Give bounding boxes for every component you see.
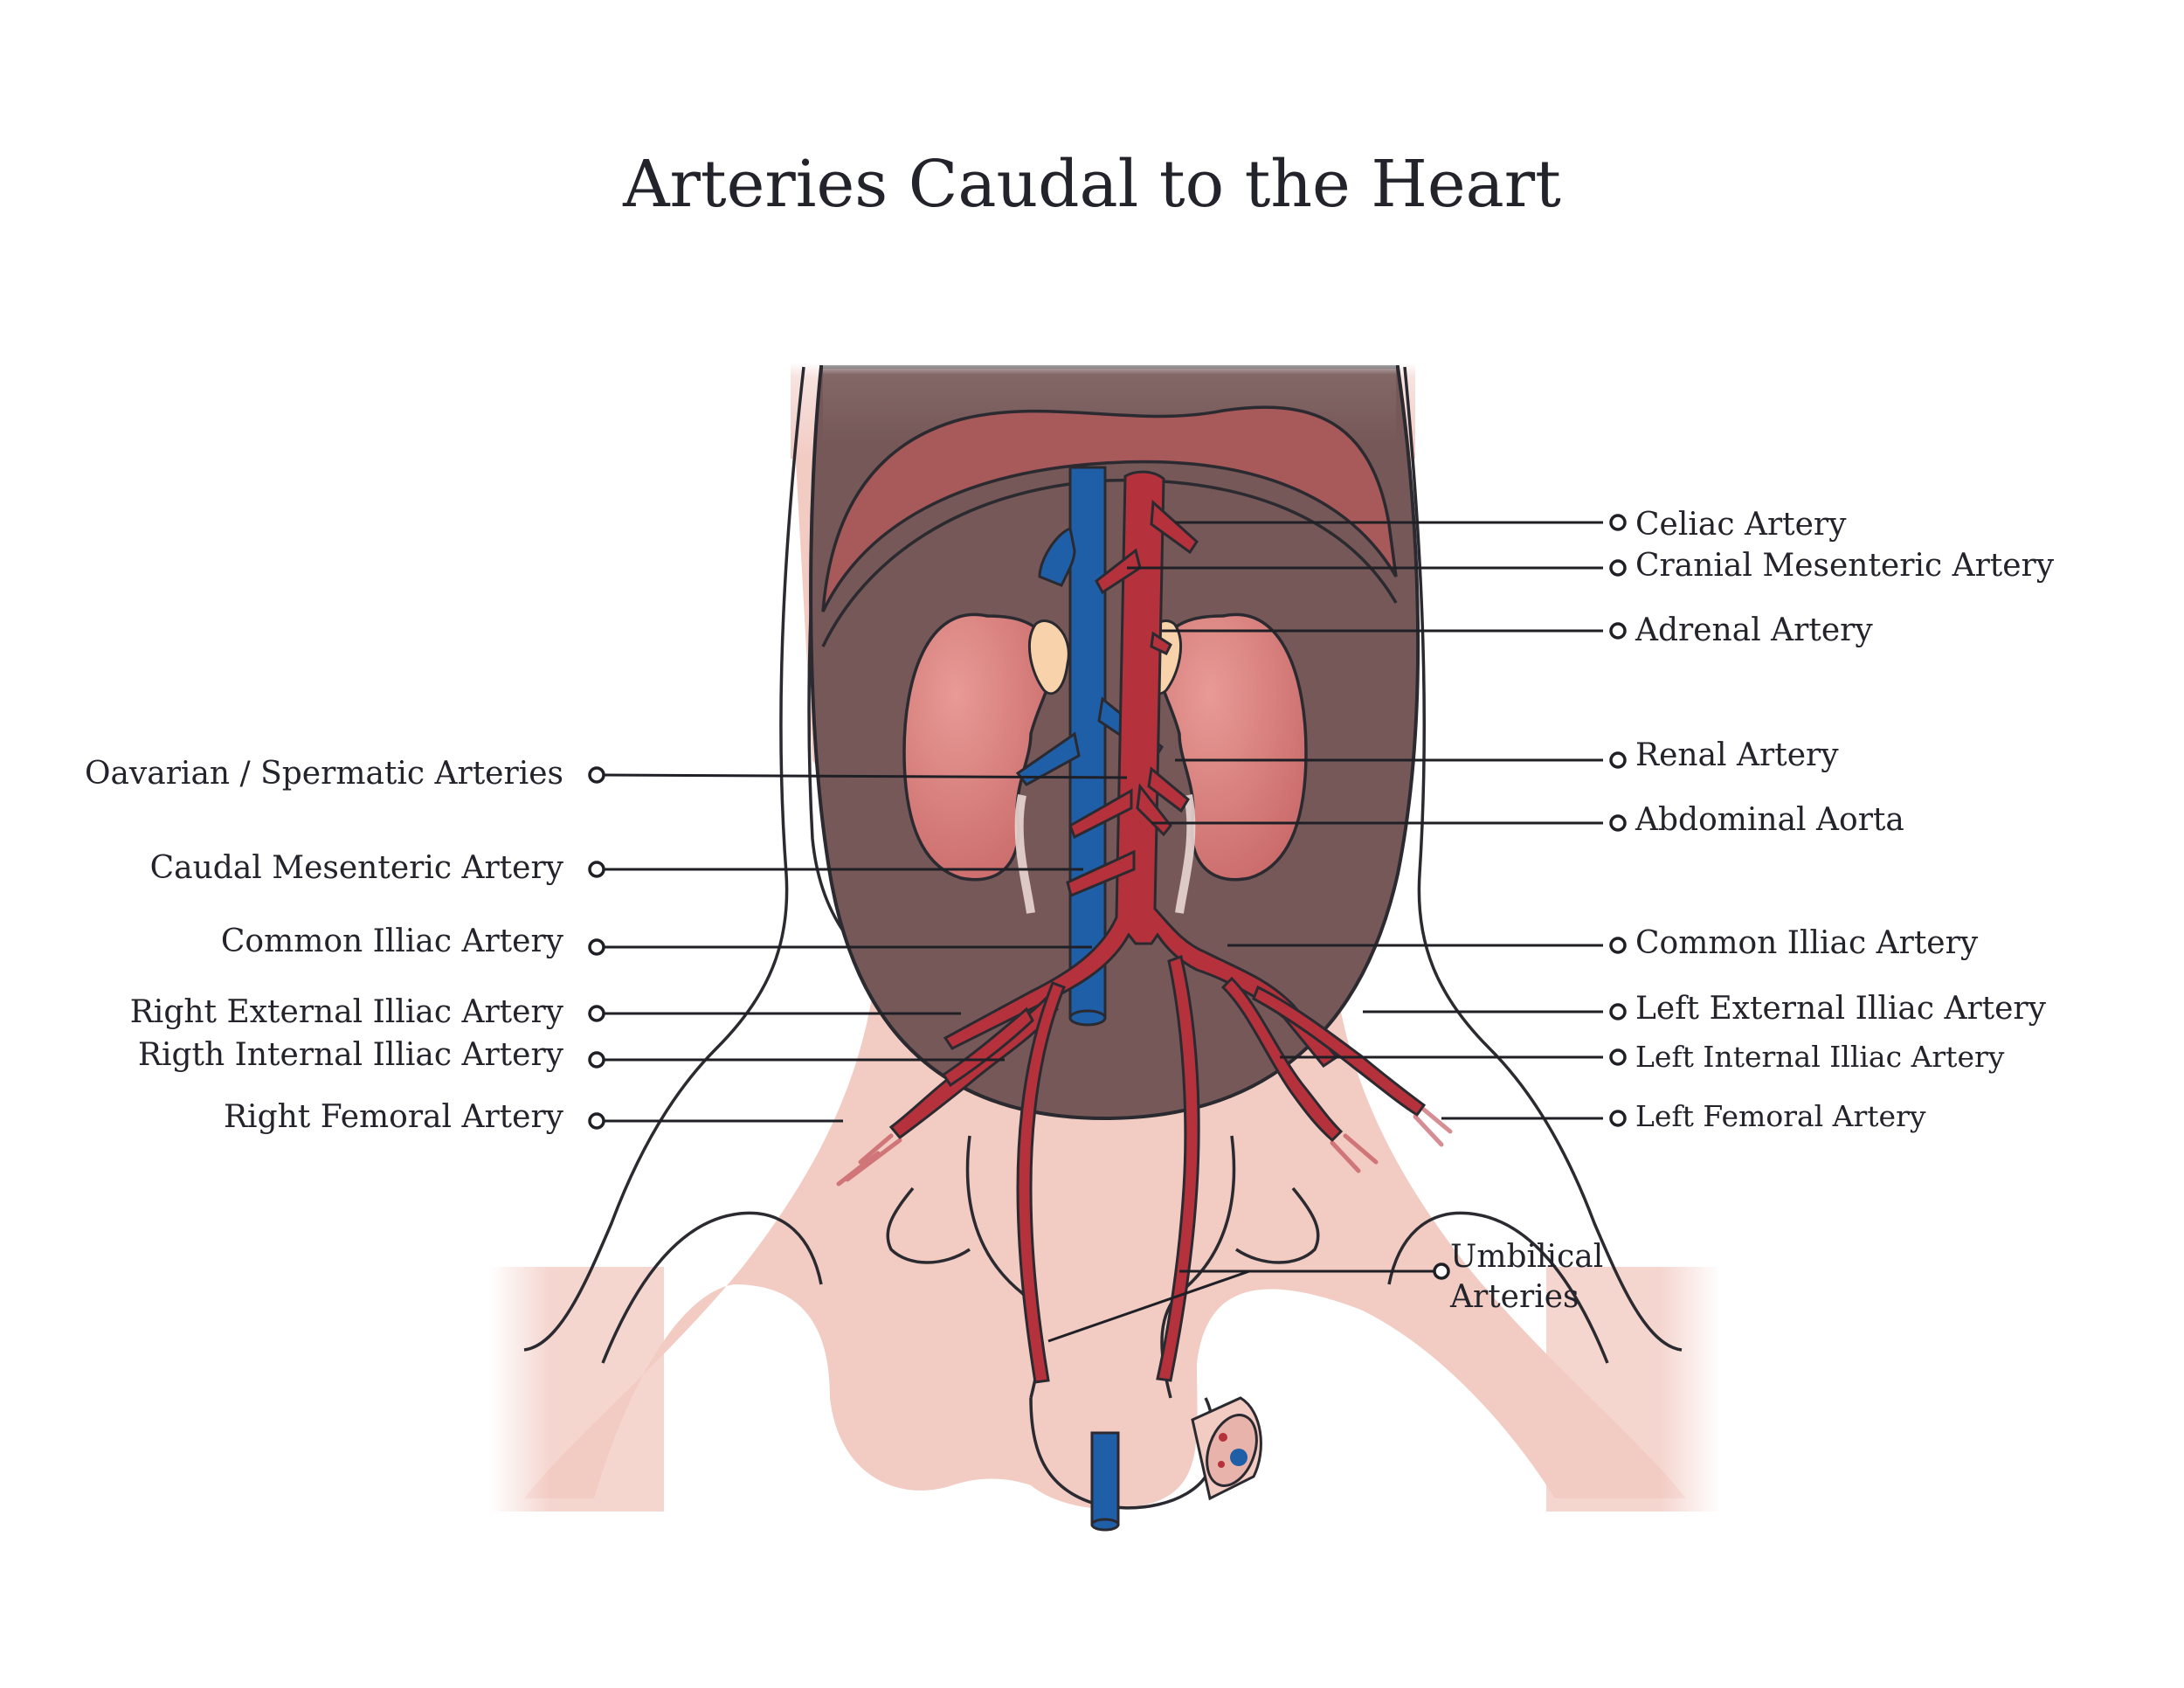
label-celiac-artery: Celiac Artery xyxy=(1635,507,1847,543)
right-adrenal xyxy=(1028,619,1070,695)
leader-dots xyxy=(588,514,1627,1280)
label-caudal-mesenteric-artery: Caudal Mesenteric Artery xyxy=(149,850,563,886)
arterial-tree xyxy=(888,470,1427,1384)
label-left-external-illiac-artery: Left External Illiac Artery xyxy=(1635,991,2046,1027)
abdominal-cavity xyxy=(809,365,1420,1121)
label-adrenal-artery: Adrenal Artery xyxy=(1635,612,1873,648)
diagram-title: Arteries Caudal to the Heart xyxy=(623,147,1561,222)
label-right-femoral-artery: Right Femoral Artery xyxy=(223,1099,563,1135)
leader-lines xyxy=(602,521,1603,1343)
label-umbilical-arteries: Umbilical Arteries xyxy=(1450,1237,1603,1318)
umbilical-line-2: Arteries xyxy=(1450,1279,1579,1315)
label-cranial-mesenteric-artery: Cranial Mesenteric Artery xyxy=(1635,548,2055,584)
label-left-femoral-artery: Left Femoral Artery xyxy=(1635,1099,1926,1133)
label-common-illiac-artery-left: Common Illiac Artery xyxy=(1635,925,1979,961)
label-common-illiac-artery-right: Common Illiac Artery xyxy=(220,924,563,959)
label-right-internal-illiac-artery: Rigth Internal Illiac Artery xyxy=(137,1037,563,1073)
tail-stump xyxy=(1191,1396,1262,1501)
label-right-external-illiac-artery: Right External Illiac Artery xyxy=(129,994,563,1030)
label-abdominal-aorta: Abdominal Aorta xyxy=(1635,802,1904,838)
label-ovarian-spermatic-arteries: Oavarian / Spermatic Arteries xyxy=(84,756,563,792)
label-left-internal-illiac-artery: Left Internal Illiac Artery xyxy=(1635,1040,2005,1074)
label-renal-artery: Renal Artery xyxy=(1635,737,1839,773)
umbilical-line-1: Umbilical xyxy=(1450,1239,1604,1275)
femoral-hatching xyxy=(836,1085,1453,1186)
